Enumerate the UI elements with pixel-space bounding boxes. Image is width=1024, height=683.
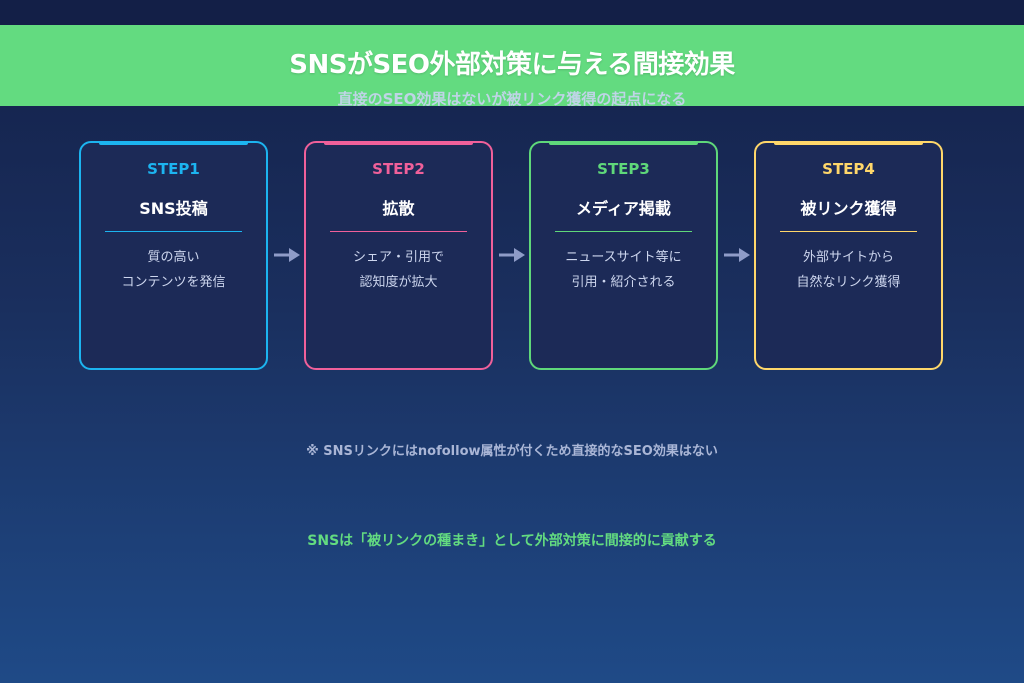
- card-accent-bar: [549, 141, 698, 145]
- page-title: SNSがSEO外部対策に与える間接効果: [289, 50, 735, 80]
- step-description: 質の高い コンテンツを発信: [81, 245, 266, 295]
- arrow-right-icon: [724, 248, 750, 262]
- step-description-line-1: ニュースサイト等に: [565, 250, 682, 265]
- nofollow-note: ※ SNSリンクにはnofollow属性が付くため直接的なSEO効果はない: [306, 444, 718, 459]
- card-divider: [780, 231, 917, 232]
- step-name: SNS投稿: [139, 199, 208, 218]
- page-subtitle: 直接のSEO効果はないが被リンク獲得の起点になる: [337, 90, 687, 108]
- step-card-2: STEP2 拡散 シェア・引用で 認知度が拡大: [304, 141, 493, 370]
- arrow-right-icon: [274, 248, 300, 262]
- card-accent-bar: [324, 141, 473, 145]
- card-accent-bar: [774, 141, 923, 145]
- step-name: 拡散: [382, 199, 415, 218]
- conclusion-text: SNSは「被リンクの種まき」として外部対策に間接的に貢献する: [307, 533, 717, 549]
- step-description: シェア・引用で 認知度が拡大: [306, 245, 491, 295]
- step-label: STEP2: [372, 160, 425, 178]
- step-label: STEP1: [147, 160, 200, 178]
- step-description-line-1: 質の高い: [147, 250, 200, 265]
- step-description-line-2: コンテンツを発信: [121, 275, 226, 290]
- step-description-line-2: 自然なリンク獲得: [796, 275, 901, 290]
- step-description: 外部サイトから 自然なリンク獲得: [756, 245, 941, 295]
- step-label: STEP3: [597, 160, 650, 178]
- card-divider: [555, 231, 692, 232]
- step-description-line-2: 引用・紹介される: [571, 275, 676, 290]
- arrow-right-icon: [499, 248, 525, 262]
- step-label: STEP4: [822, 160, 875, 178]
- step-name: メディア掲載: [576, 199, 671, 218]
- step-card-1: STEP1 SNS投稿 質の高い コンテンツを発信: [79, 141, 268, 370]
- card-divider: [330, 231, 467, 232]
- top-strip: [0, 0, 1024, 25]
- card-divider: [105, 231, 242, 232]
- step-card-3: STEP3 メディア掲載 ニュースサイト等に 引用・紹介される: [529, 141, 718, 370]
- step-description-line-2: 認知度が拡大: [359, 275, 438, 290]
- step-description-line-1: シェア・引用で: [352, 250, 444, 265]
- step-name: 被リンク獲得: [800, 199, 897, 218]
- step-description-line-1: 外部サイトから: [802, 250, 894, 265]
- title-banner: [0, 25, 1024, 106]
- card-accent-bar: [99, 141, 248, 145]
- step-description: ニュースサイト等に 引用・紹介される: [531, 245, 716, 295]
- step-card-4: STEP4 被リンク獲得 外部サイトから 自然なリンク獲得: [754, 141, 943, 370]
